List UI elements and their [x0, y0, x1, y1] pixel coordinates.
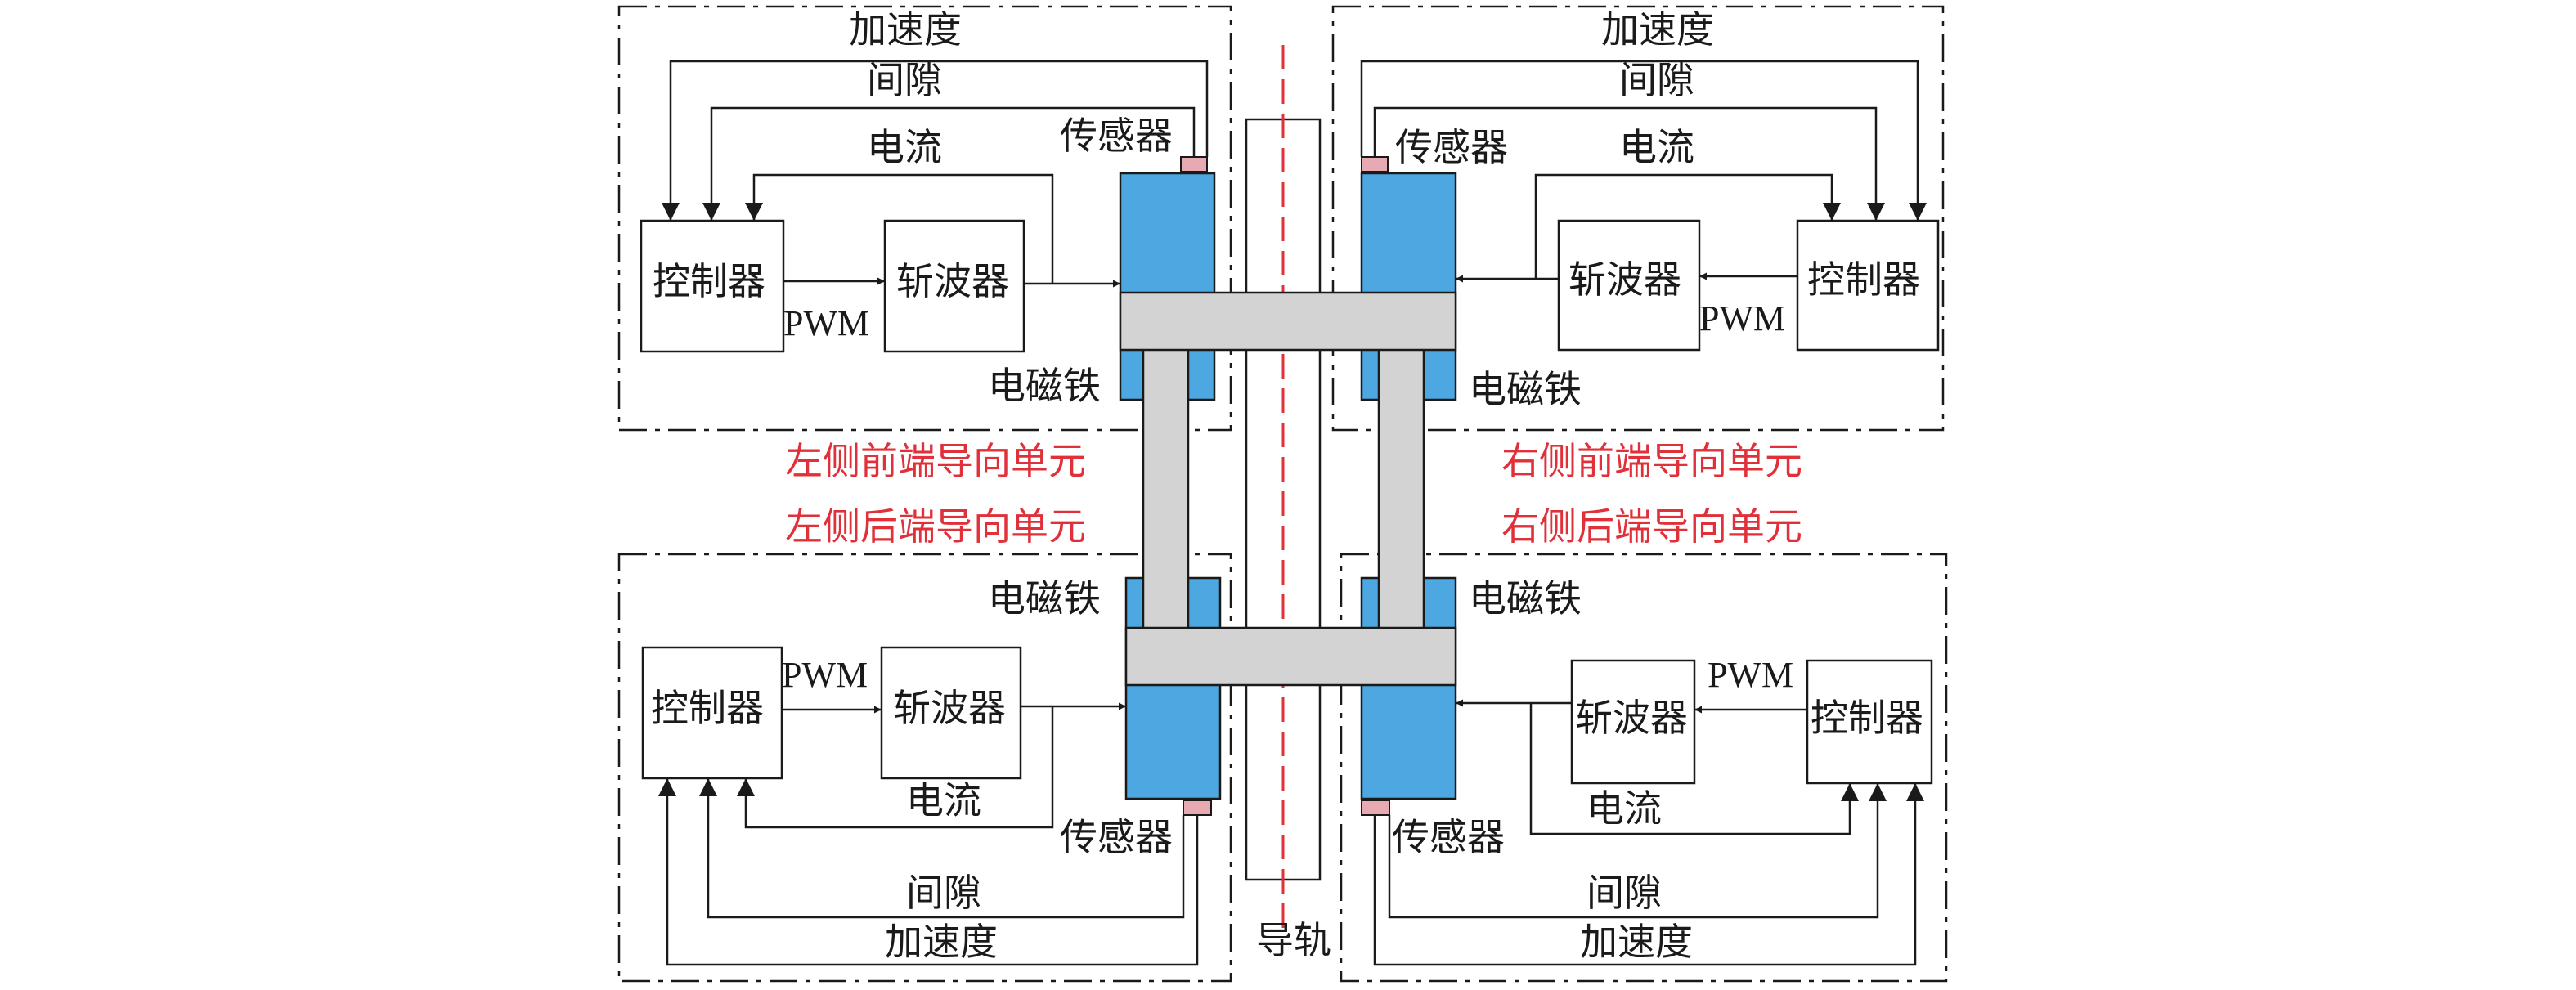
- right-rear-acceleration-label: 加速度: [1580, 920, 1693, 964]
- left-rear-controller-label: 控制器: [651, 686, 764, 730]
- left-rear-unit-label: 左侧后端导向单元: [785, 504, 1086, 549]
- left-rear-current-label: 电流: [906, 778, 981, 822]
- left-rear-sensor-label: 传感器: [1060, 815, 1173, 859]
- right-front-sensor: [1361, 156, 1389, 172]
- right-front-controller-label: 控制器: [1807, 258, 1920, 302]
- right-rear-sensor: [1361, 800, 1390, 816]
- right-rear-sensor-label: 传感器: [1392, 815, 1505, 859]
- right-front-acceleration-label: 加速度: [1601, 7, 1714, 52]
- left-rear-acceleration-label: 加速度: [885, 920, 998, 964]
- right-rear-pwm-label: PWM: [1708, 655, 1793, 695]
- right-front-unit-frame: [1331, 5, 1945, 432]
- left-front-pwm-label: PWM: [783, 303, 869, 343]
- left-rear-current-loop: [737, 706, 1054, 829]
- right-front-sensor-label: 传感器: [1395, 125, 1508, 169]
- left-front-gap-loop: [702, 106, 1196, 221]
- left-front-sensor-label: 传感器: [1060, 114, 1173, 158]
- left-front-controller-label: 控制器: [653, 259, 765, 303]
- left-front-acceleration-label: 加速度: [849, 7, 962, 52]
- right-front-unit-label: 右侧前端导向单元: [1501, 439, 1802, 483]
- right-front-acceleration-loop: [1360, 60, 1927, 221]
- left-front-acceleration-loop: [662, 60, 1209, 221]
- right-front-gap-loop: [1373, 106, 1885, 221]
- right-rear-unit-frame: [1340, 553, 1948, 983]
- right-rear-gap-loop: [1388, 783, 1887, 919]
- right-rear-current-loop: [1529, 703, 1859, 835]
- right-rear-current-label: 电流: [1586, 786, 1662, 831]
- right-rear-chopper-box: [1570, 659, 1696, 785]
- rail-label: 导轨: [1256, 918, 1331, 962]
- left-frame-post: [1143, 347, 1188, 642]
- left-rear-controller-box: [641, 646, 783, 780]
- left-front-current-loop: [745, 173, 1054, 284]
- right-front-chopper-label: 斩波器: [1568, 258, 1681, 302]
- left-front-controller-box: [640, 219, 785, 353]
- upper-crossbeam: [1119, 291, 1457, 352]
- left-rear-unit-frame: [617, 553, 1232, 983]
- right-rear-acceleration-loop: [1373, 783, 1924, 966]
- right-front-electromagnet-label: 电磁铁: [1469, 367, 1582, 411]
- right-front-chopper-box: [1557, 219, 1701, 352]
- right-front-current-label: 电流: [1619, 125, 1694, 169]
- left-front-gap-label: 间隙: [867, 58, 942, 102]
- left-front-unit-label: 左侧前端导向单元: [785, 439, 1086, 483]
- left-rear-pwm-label: PWM: [782, 655, 868, 695]
- left-rear-chopper-label: 斩波器: [893, 686, 1006, 730]
- right-rear-chopper-label: 斩波器: [1575, 696, 1688, 740]
- right-rear-electromagnet-label: 电磁铁: [1469, 576, 1582, 620]
- right-front-pwm-label: PWM: [1699, 298, 1785, 338]
- left-front-chopper-box: [883, 219, 1025, 353]
- right-frame-post: [1379, 347, 1424, 642]
- left-rear-gap-loop: [699, 778, 1185, 919]
- left-rear-sensor: [1183, 800, 1212, 816]
- left-front-current-label: 电流: [867, 125, 942, 169]
- right-rear-unit-label: 右侧后端导向单元: [1501, 504, 1802, 549]
- lower-crossbeam: [1124, 626, 1457, 687]
- left-front-electromagnet-label: 电磁铁: [988, 364, 1101, 408]
- left-rear-chopper-box: [880, 646, 1022, 780]
- right-rear-controller-label: 控制器: [1811, 696, 1923, 740]
- left-front-sensor: [1180, 156, 1208, 172]
- right-front-gap-label: 间隙: [1619, 58, 1694, 102]
- left-rear-acceleration-loop: [658, 778, 1199, 966]
- left-front-unit-frame: [617, 5, 1232, 432]
- left-front-chopper-label: 斩波器: [896, 259, 1009, 303]
- left-rear-gap-label: 间隙: [906, 871, 981, 915]
- right-rear-controller-box: [1806, 659, 1933, 785]
- right-rear-gap-label: 间隙: [1586, 871, 1662, 915]
- left-rear-electromagnet-label: 电磁铁: [988, 576, 1101, 620]
- right-front-current-loop: [1534, 173, 1841, 279]
- right-front-controller-box: [1796, 219, 1940, 352]
